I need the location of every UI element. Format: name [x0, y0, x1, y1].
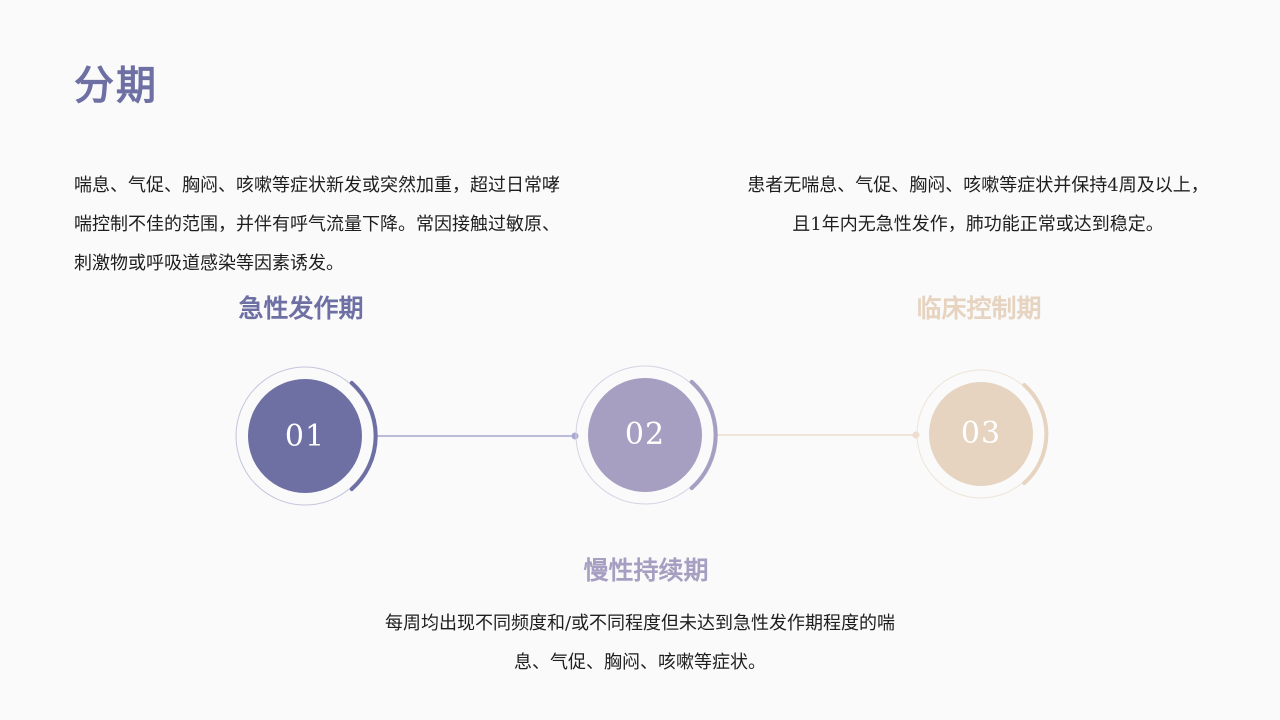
connector-dot-1-2 — [571, 432, 579, 440]
stage-1-name: 急性发作期 — [238, 294, 364, 323]
stage-2-disc — [588, 378, 702, 492]
stage-3-name: 临床控制期 — [916, 294, 1042, 323]
page-title: 分期 — [74, 62, 158, 109]
stage-1-number: 01 — [284, 419, 326, 454]
stage-1-arc — [349, 380, 378, 492]
stage-3-description: 患者无喘息、气促、胸闷、咳嗽等症状并保持4周及以上，且1年内无急性发作，肺功能正… — [747, 175, 1209, 235]
connector-dot-2-3 — [912, 431, 920, 439]
stage-3-number: 03 — [960, 416, 1002, 451]
stage-3-arc — [1022, 383, 1049, 485]
stage-2-description: 每周均出现不同频度和/或不同程度但未达到急性发作期程度的喘息、气促、胸闷、咳嗽等… — [384, 613, 896, 673]
stage-2-name: 慢性持续期 — [583, 556, 709, 585]
stage-3-disc — [929, 382, 1033, 486]
stage-1-disc — [248, 379, 362, 493]
stage-2-arc — [689, 379, 718, 491]
stage-1-description: 喘息、气促、胸闷、咳嗽等症状新发或突然加重，超过日常哮喘控制不佳的范围，并伴有呼… — [74, 175, 560, 274]
stage-2-number: 02 — [624, 417, 666, 452]
